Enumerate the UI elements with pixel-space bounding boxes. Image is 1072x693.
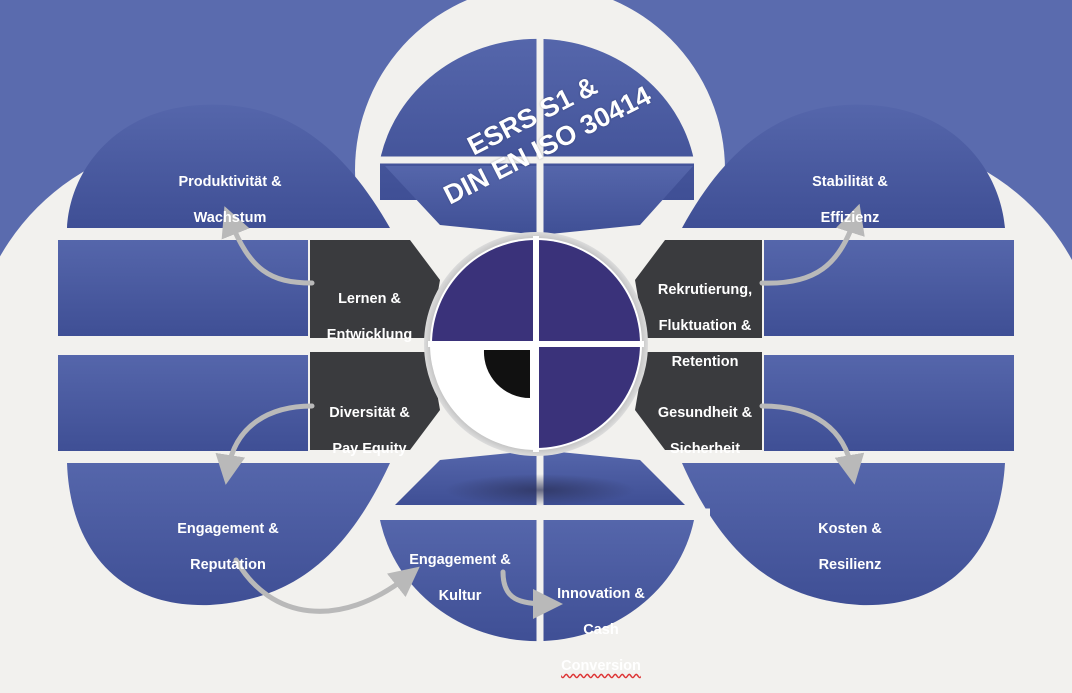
driver-diversitaet-pay-equity: Diversität & Pay Equity	[312, 386, 427, 476]
outcome-line: Resilienz	[818, 557, 882, 573]
central-hub	[424, 232, 648, 456]
petal-top-left	[67, 104, 390, 228]
arrow-rekrutierung-to-stabilitaet	[759, 203, 865, 286]
outcome-innovation-cash-conversion: Innovation & Cash Conversion	[536, 567, 666, 693]
outcome-line: Stabilität &	[812, 174, 888, 190]
outcome-produktivitaet-wachstum: Produktivität & Wachstum	[150, 155, 310, 245]
arrow-kultur-to-innovation	[500, 569, 563, 619]
arrow-diversitaet-to-engagement	[215, 403, 315, 485]
driver-rekrutierung-fluktuation-retention: Rekrutierung, Fluktuation & Retention	[648, 263, 762, 389]
outcome-engagement-kultur: Engagement & Kultur	[390, 533, 530, 623]
petal-bottom-right	[764, 355, 1014, 451]
petal-top-right	[682, 104, 1005, 228]
arrow-gesundheit-to-kosten	[759, 403, 865, 485]
driver-gesundheit-sicherheit: Gesundheit & Sicherheit	[648, 386, 762, 476]
driver-line: Sicherheit	[669, 441, 741, 457]
outcome-line: Produktivität &	[178, 174, 282, 190]
outcome-line: Reputation	[190, 557, 266, 573]
driver-line: Fluktuation &	[658, 318, 752, 334]
hub-shadow	[445, 474, 635, 506]
driver-line: Rekrutierung,	[657, 282, 753, 298]
driver-line: Diversität &	[329, 405, 410, 421]
arrow-reputation-to-kultur	[233, 557, 420, 614]
outcome-engagement-reputation: Engagement & Reputation	[148, 502, 308, 592]
driver-line: Lernen &	[338, 291, 401, 307]
hub-quarter-dot	[483, 350, 530, 399]
outcome-line: Kosten &	[818, 521, 882, 537]
outcome-line: Wachstum	[193, 210, 267, 226]
petal-dividers	[40, 0, 1030, 690]
outcome-line: Effizienz	[820, 210, 880, 226]
petal-bottom-left	[58, 355, 308, 451]
driver-line: Pay Equity	[332, 441, 407, 457]
arrow-lernen-to-produktivitaet	[221, 206, 315, 286]
outcome-kosten-resilienz: Kosten & Resilienz	[770, 502, 930, 592]
outcome-line: Innovation &	[557, 586, 645, 602]
driver-line: Entwicklung	[326, 327, 413, 343]
driver-boxes	[310, 240, 762, 450]
outcome-line: Engagement &	[409, 552, 511, 568]
outcome-line: Conversion	[561, 658, 641, 674]
outcome-line: Cash	[583, 622, 619, 638]
driver-line: Gesundheit &	[657, 405, 753, 421]
arrows	[215, 203, 865, 619]
outcome-line: Kultur	[438, 588, 482, 604]
outcome-stabilitaet-effizienz: Stabilität & Effizienz	[770, 155, 930, 245]
driver-lernen-entwicklung: Lernen & Entwicklung	[312, 272, 427, 362]
driver-line: Retention	[671, 354, 739, 370]
outcome-line: Engagement &	[177, 521, 279, 537]
